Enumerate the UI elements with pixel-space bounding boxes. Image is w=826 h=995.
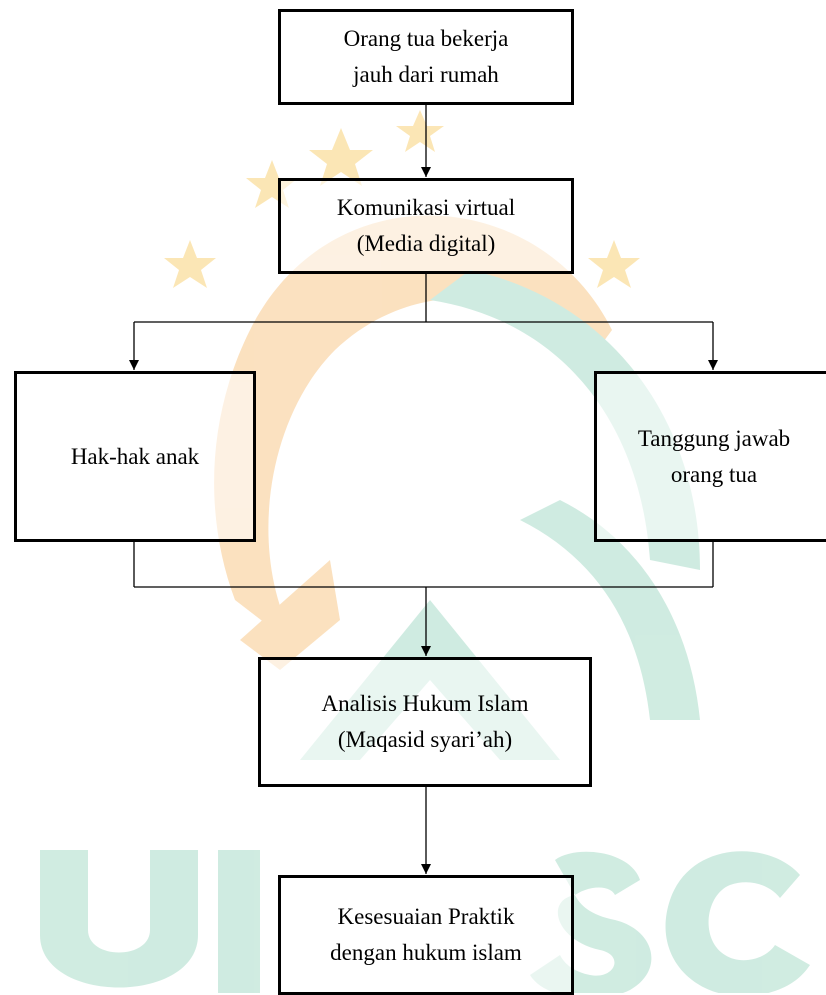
node-virtual-communication: Komunikasi virtual (Media digital)	[278, 178, 574, 274]
node-child-rights-text: Hak-hak anak	[71, 439, 199, 475]
watermark-star-left-icon	[164, 240, 216, 288]
node-child-rights: Hak-hak anak	[14, 371, 256, 542]
node-parents-work-away-text: Orang tua bekerja jauh dari rumah	[344, 21, 509, 93]
watermark-green-lower-arc	[520, 500, 700, 720]
node-line: Orang tua bekerja	[343, 26, 509, 51]
node-line: Komunikasi virtual	[336, 195, 516, 220]
node-parent-responsibility: Tanggung jawab orang tua	[594, 371, 826, 542]
node-parent-responsibility-text: Tanggung jawab orang tua	[638, 421, 790, 493]
node-parents-work-away: Orang tua bekerja jauh dari rumah	[278, 9, 574, 105]
watermark-letter-i-1	[218, 850, 260, 993]
node-line: (Media digital)	[356, 231, 496, 256]
watermark-letter-u	[40, 850, 198, 988]
node-line: Kesesuaian Praktik	[337, 904, 515, 929]
node-islamic-law-analysis: Analisis Hukum Islam (Maqasid syari’ah)	[258, 657, 592, 787]
node-islamic-law-analysis-text: Analisis Hukum Islam (Maqasid syari’ah)	[322, 686, 529, 758]
node-line: Tanggung jawab	[637, 425, 791, 451]
node-line: jauh dari rumah	[353, 62, 499, 87]
watermark-star-top-icon	[309, 128, 373, 186]
watermark-star-right-icon	[588, 240, 640, 288]
node-line: Analisis Hukum Islam	[321, 691, 529, 716]
node-practice-conformity: Kesesuaian Praktik dengan hukum islam	[278, 875, 574, 995]
node-line: dengan hukum islam	[330, 940, 522, 965]
watermark-star-mid-icon	[396, 110, 444, 152]
node-virtual-communication-text: Komunikasi virtual (Media digital)	[337, 190, 515, 262]
node-line: orang tua	[670, 461, 758, 487]
watermark-letter-c	[665, 851, 810, 993]
node-practice-conformity-text: Kesesuaian Praktik dengan hukum islam	[330, 899, 522, 971]
node-line: Hak-hak anak	[70, 443, 200, 469]
watermark-orange-arc	[214, 215, 612, 651]
node-line: (Maqasid syari’ah)	[337, 727, 513, 752]
